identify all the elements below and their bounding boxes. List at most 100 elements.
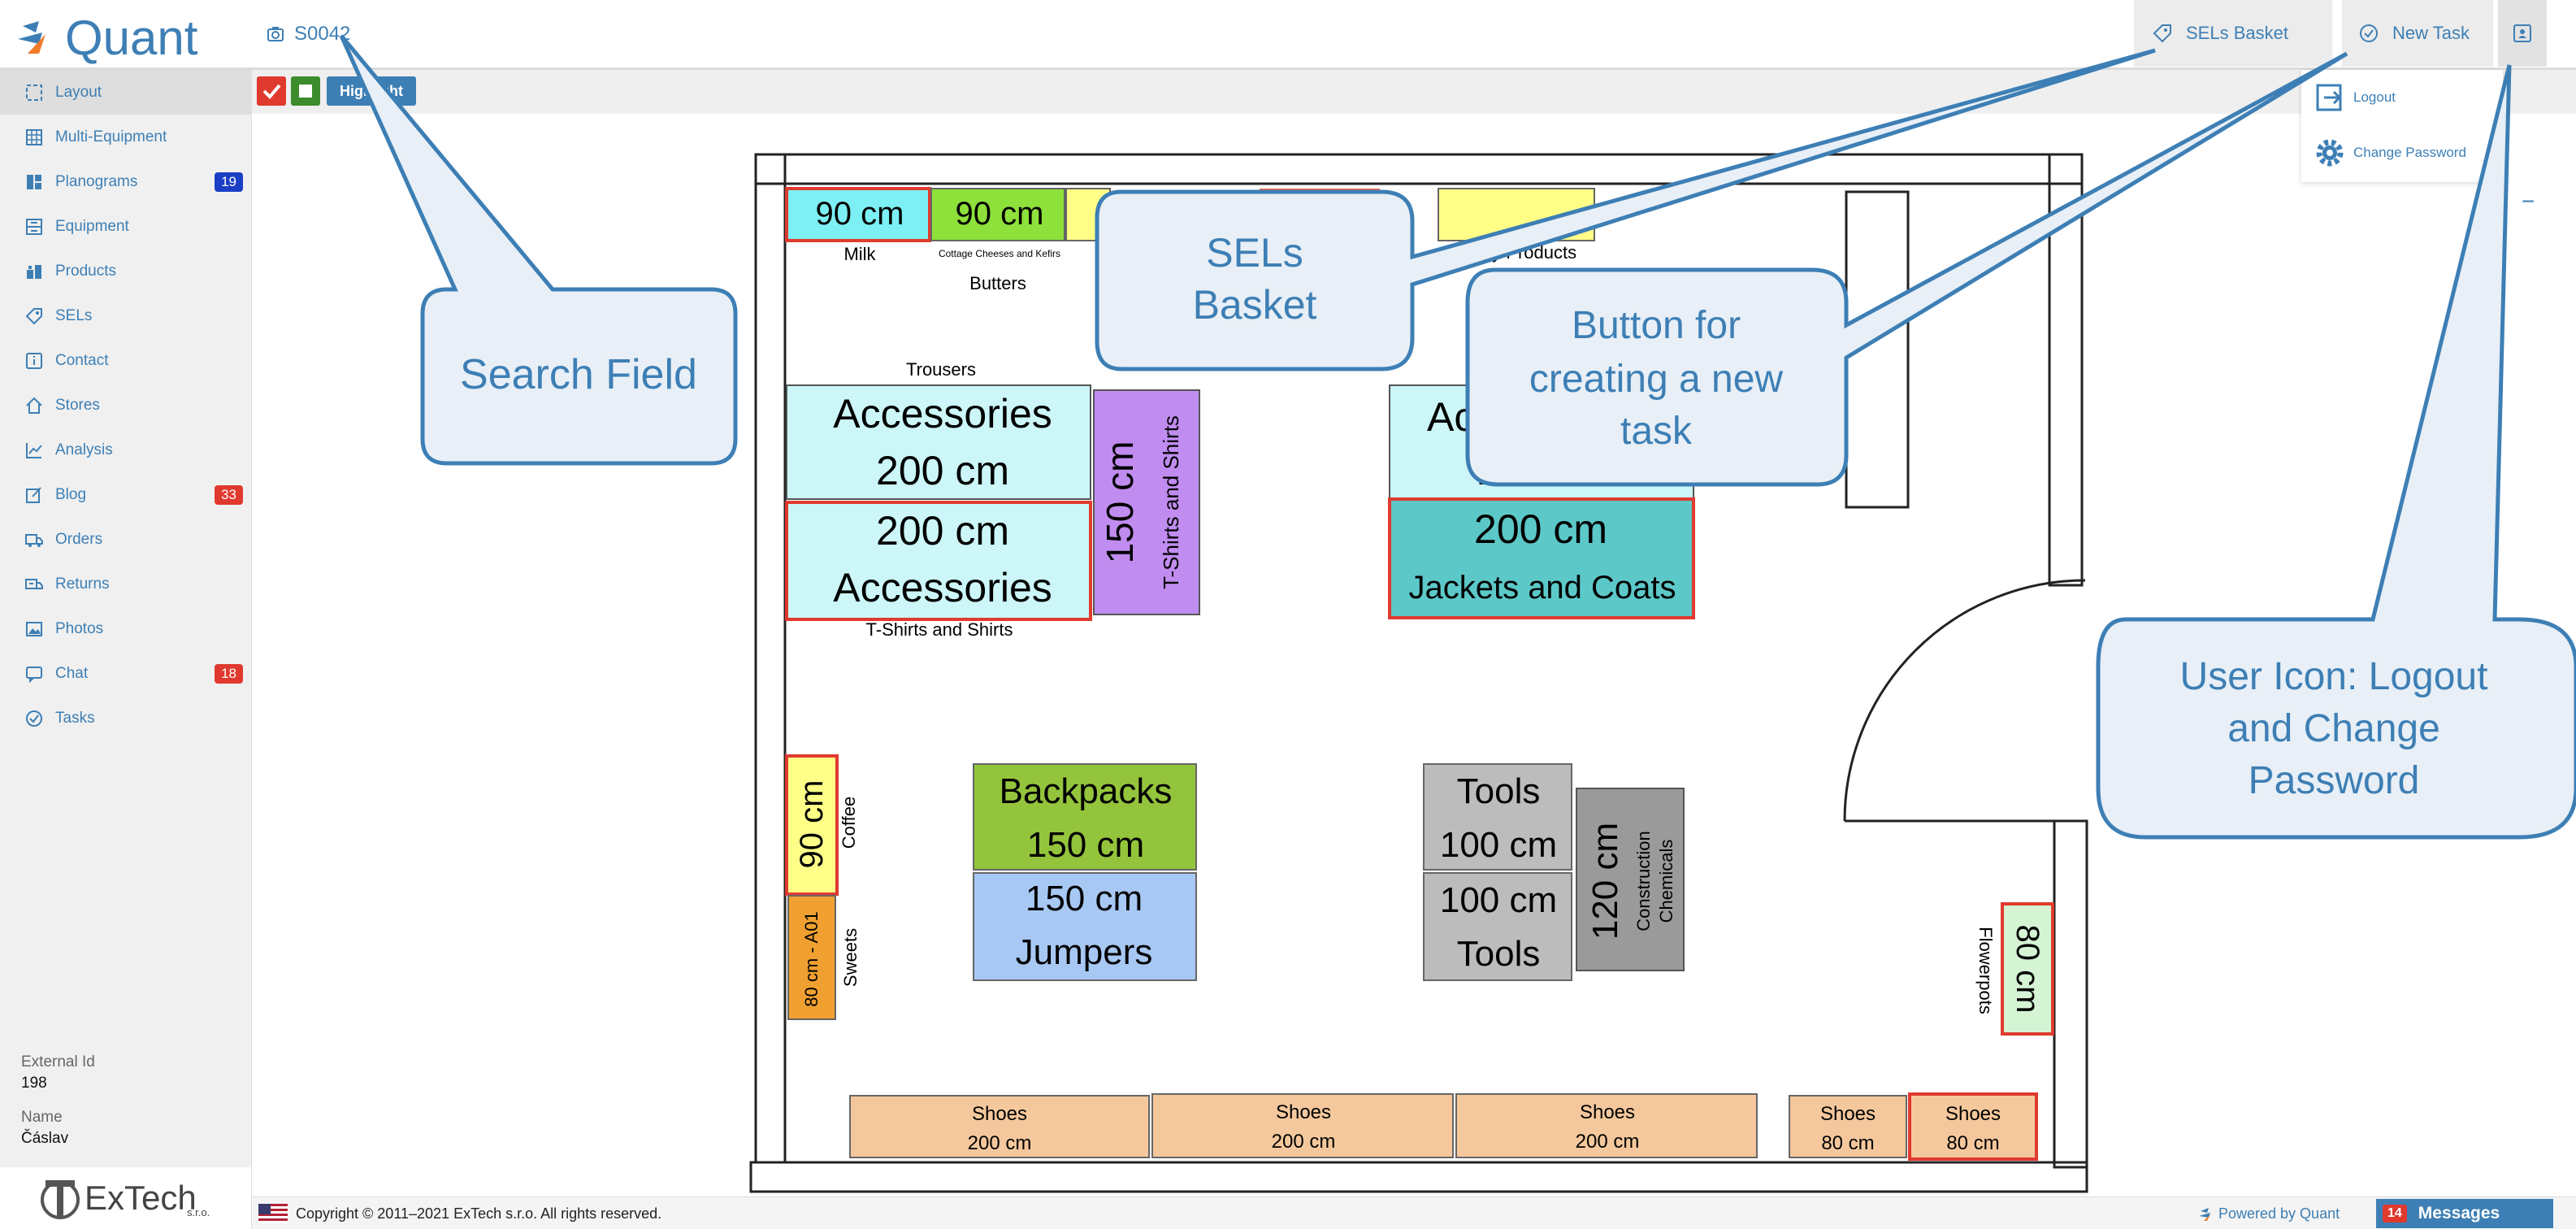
shelf-line-1: 150 cm <box>1026 879 1143 918</box>
shelf-shoes-3[interactable]: Shoes 200 cm <box>1455 1093 1758 1158</box>
shelf-size-label: 90 cm <box>816 196 904 232</box>
us-flag-icon[interactable] <box>258 1204 288 1223</box>
sidebar-item-label: Equipment <box>55 217 129 235</box>
shelf-size-label: 90 cm <box>794 780 830 869</box>
sidebar-item-label: Products <box>55 262 116 280</box>
shelf-size-label: 150 cm <box>1099 441 1141 564</box>
company-name: ExTech <box>85 1179 197 1217</box>
sidebar-item-products[interactable]: Products <box>0 249 251 293</box>
search-field[interactable]: S0042 <box>267 23 350 46</box>
sidebar-item-label: Multi-Equipment <box>55 128 167 145</box>
shelf-size-label: 80 cm <box>2010 925 2045 1014</box>
shelf-partial[interactable] <box>1260 189 1380 197</box>
shelf-jumpers[interactable]: 150 cm Jumpers <box>973 872 1197 981</box>
shelf-accessories-1[interactable]: Accessories 200 cm <box>786 384 1091 500</box>
red-toggle-button[interactable] <box>257 76 286 106</box>
shelf-jackets-and-coats[interactable]: 200 cm Jackets and Coats <box>1388 497 1695 619</box>
shelf-tools-2[interactable]: 100 cm Tools <box>1423 872 1572 981</box>
sidebar-item-multi-equipment[interactable]: Multi-Equipment <box>0 115 251 159</box>
change-password-menu-item[interactable]: Change Password <box>2301 125 2503 180</box>
sidebar-item-equipment[interactable]: Equipment <box>0 204 251 249</box>
shelf-construction-chemicals[interactable]: 120 cm Construction Chemicals <box>1576 788 1685 971</box>
shelf-shoes-1[interactable]: Shoes 200 cm <box>849 1095 1150 1158</box>
shelf-accessories-3[interactable]: Ac 200 cm <box>1389 384 1694 500</box>
shelf-cottage-cheese[interactable]: 90 cm Cottage Cheeses and Kefirs Butters <box>930 188 1065 293</box>
store-name-label: Name <box>21 1109 63 1126</box>
sidebar-item-label: Contact <box>55 351 109 369</box>
shelf-shoes-2[interactable]: Shoes 200 cm <box>1151 1093 1454 1158</box>
store-walls <box>749 153 2088 1193</box>
green-toggle-button[interactable] <box>291 76 320 106</box>
sidebar-item-returns[interactable]: Returns <box>0 562 251 606</box>
shelf-line-2: 200 cm <box>1272 1131 1336 1153</box>
shelf-name-label: Coffee <box>839 797 859 849</box>
sidebar-item-photos[interactable]: Photos <box>0 606 251 651</box>
zoom-out-button[interactable]: − <box>2521 189 2535 214</box>
sidebar-item-label: Tasks <box>55 709 95 727</box>
sels-basket-button[interactable]: SELs Basket <box>2134 0 2332 67</box>
shelf-line-1: Accessories <box>833 391 1052 436</box>
new-task-button[interactable]: New Task <box>2342 0 2493 67</box>
equipment-icon <box>26 218 42 235</box>
quant-logo[interactable]: Quant <box>15 10 197 66</box>
sidebar-item-stores[interactable]: Stores <box>0 383 251 428</box>
powered-by-label: Powered by Quant <box>2218 1205 2340 1222</box>
sidebar-item-sels[interactable]: SELs <box>0 293 251 338</box>
truck-icon <box>25 533 43 547</box>
extech-logo-icon <box>41 1180 80 1219</box>
powered-by-link[interactable]: Powered by Quant <box>2197 1205 2340 1222</box>
shelf-line-2: 80 cm <box>1821 1132 1874 1154</box>
store-name-value: Čáslav <box>21 1130 69 1147</box>
check-icon <box>262 84 281 99</box>
messages-button[interactable]: 14 Messages <box>2376 1199 2553 1228</box>
shelf-shoes-5[interactable]: Shoes 80 cm <box>1908 1092 2038 1161</box>
shelf-milk[interactable]: 90 cm Milk <box>785 187 931 264</box>
header: Quant S0042 SELs Basket New Task <box>0 0 2576 70</box>
highlight-button[interactable]: Highlight <box>327 76 416 106</box>
sidebar-item-orders[interactable]: Orders <box>0 517 251 562</box>
shelf-line-1: Ac <box>1427 394 1474 440</box>
external-id-value: 198 <box>21 1075 47 1092</box>
shelf-line-2: 150 cm <box>1027 825 1144 865</box>
logout-label: Logout <box>2353 89 2396 105</box>
sidebar-item-analysis[interactable]: Analysis <box>0 428 251 472</box>
shelf-line-2: 200 cm <box>876 448 1009 493</box>
planograms-badge: 19 <box>215 172 243 192</box>
square-icon <box>299 85 312 98</box>
shelf-line-1: Shoes <box>1276 1101 1331 1123</box>
sidebar-item-label: Analysis <box>55 441 113 458</box>
sidebar-item-contact[interactable]: Contact <box>0 338 251 383</box>
shelf-sweets[interactable]: 80 cm - A01 Sweets <box>787 895 861 1020</box>
gear-icon <box>2316 139 2344 167</box>
messages-count-badge: 14 <box>2383 1205 2407 1222</box>
shelf-line-1: 100 cm <box>1440 880 1557 920</box>
logout-menu-item[interactable]: Logout <box>2301 70 2503 125</box>
shelf-dairy-products[interactable]: Dairy Products <box>1438 188 1595 263</box>
shelf-tools-1[interactable]: Tools 100 cm <box>1423 763 1572 871</box>
shelf-backpacks[interactable]: Backpacks 150 cm <box>973 763 1197 871</box>
shelf-coffee[interactable]: 90 cm Coffee <box>785 754 859 896</box>
shelf-butters[interactable] <box>1065 188 1111 241</box>
aisle-label-butters: Butters <box>969 273 1026 293</box>
sidebar-item-layout[interactable]: Layout <box>0 70 251 115</box>
user-button[interactable] <box>2498 0 2547 67</box>
shelf-size-label: 80 cm - A01 <box>801 911 822 1006</box>
sidebar-item-label: SELs <box>55 306 93 324</box>
sidebar-item-label: Photos <box>55 619 104 637</box>
shelf-flowerpots[interactable]: 80 cm Flowerpots <box>1975 902 2054 1036</box>
shelf-name-label: Dairy Products <box>1459 242 1576 263</box>
shelf-line-1: Shoes <box>1945 1103 2001 1125</box>
shelf-tshirts-vertical[interactable]: 150 cm T-Shirts and Shirts <box>1093 389 1200 615</box>
store-code: S0042 <box>294 23 351 45</box>
logout-icon <box>2316 84 2342 111</box>
shelf-shoes-4[interactable]: Shoes 80 cm <box>1789 1095 1907 1158</box>
sels-callout-line-2: Basket <box>1193 282 1317 328</box>
shelf-accessories-2[interactable]: 200 cm Accessories <box>785 501 1092 621</box>
sidebar-item-tasks[interactable]: Tasks <box>0 696 251 740</box>
store-info: External Id 198 Name Čáslav <box>0 1053 252 1164</box>
quant-logo-icon <box>18 20 46 54</box>
